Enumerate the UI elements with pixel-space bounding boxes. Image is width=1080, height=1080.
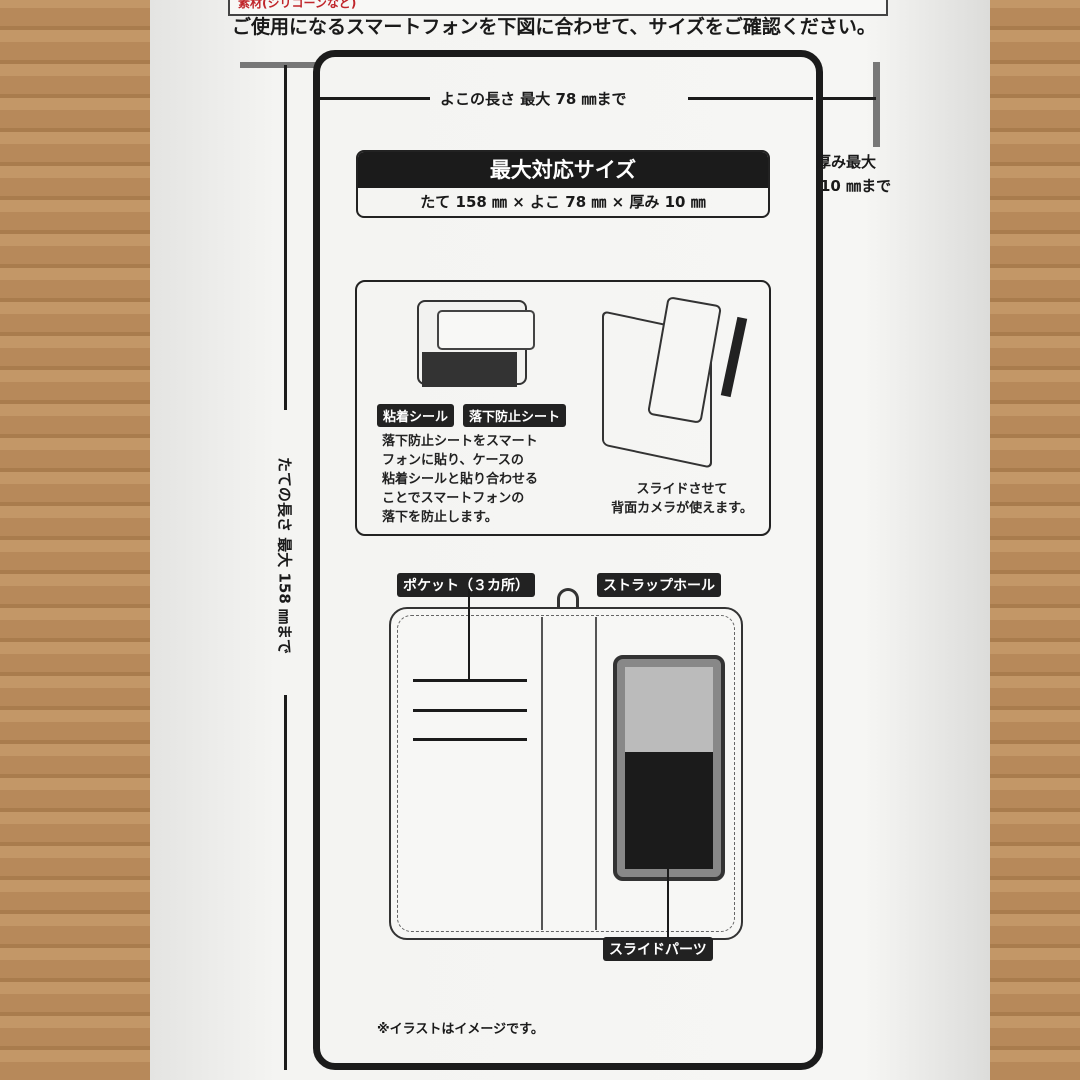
slide-leader [667,820,669,940]
height-arrow-top [284,65,287,410]
slide-part-bottom [625,752,713,869]
anti-drop-sheet-tag: 落下防止シート [463,404,567,427]
desc-line: 落下を防止します。 [382,510,498,525]
desc-line: 落下防止シートをスマート [382,434,538,449]
arrow-up-icon [720,316,748,398]
pocket-slot [413,679,527,682]
thickness-label-line2: 10 ㎜まで [820,177,892,195]
desc-line: スライドさせて [636,482,728,497]
pocket-tag: ポケット（３カ所） [397,573,535,597]
phone-outline-frame [313,50,823,1070]
max-size-title: 最大対応サイズ [358,152,768,188]
thickness-arrow [818,97,876,100]
wood-table-left [0,0,150,1080]
sheet-illustration [422,352,517,387]
height-label: たての長さ 最大 158 ㎜まで [275,457,294,654]
slide-part-tag: スライドパーツ [603,937,713,961]
width-label: よこの長さ 最大 78 ㎜まで [440,90,627,108]
top-guide-bar [240,62,320,68]
thickness-label: 厚み最大 10 ㎜まで [816,150,891,198]
wood-table-right [990,0,1080,1080]
desc-line: 背面カメラが使えます。 [611,501,753,516]
illustration-note: ※イラストはイメージです。 [377,1022,544,1037]
slide-part [613,655,725,881]
pocket-leader [468,589,470,679]
desc-line: ことでスマートフォンの [382,491,525,506]
fold-line [541,617,543,930]
instruction-text: ご使用になるスマートフォンを下図に合わせて、サイズをご確認ください。 [232,16,876,38]
slide-description: スライドさせて 背面カメラが使えます。 [597,480,767,518]
thickness-guide-bar [873,62,880,147]
adhesive-seal-tag: 粘着シール [377,404,455,427]
stitching [397,615,735,932]
fold-line [595,617,597,930]
max-size-dims: たて 158 ㎜ × よこ 78 ㎜ × 厚み 10 ㎜ [420,193,706,211]
strap-hole-icon [557,588,579,608]
thickness-label-line1: 厚み最大 [816,153,877,171]
width-arrow-right [688,97,813,100]
case-diagram [389,589,743,940]
width-arrow-left [320,97,430,100]
phone-illustration [437,310,535,350]
slide-part-top [625,667,713,752]
usage-panel: 粘着シール 落下防止シート 落下防止シートをスマート フォンに貼り、ケースの 粘… [355,280,771,536]
desc-line: フォンに貼り、ケースの [382,453,524,468]
material-notice: 素材(シリコーンなど) [228,0,888,16]
pocket-slot [413,738,527,741]
strap-hole-tag: ストラップホール [597,573,721,597]
pocket-slot [413,709,527,712]
max-size-box: 最大対応サイズ たて 158 ㎜ × よこ 78 ㎜ × 厚み 10 ㎜ [356,150,770,218]
height-arrow-bottom [284,695,287,1070]
desc-line: 粘着シールと貼り合わせる [382,472,539,487]
anti-drop-description: 落下防止シートをスマート フォンに貼り、ケースの 粘着シールと貼り合わせる こと… [382,432,538,527]
